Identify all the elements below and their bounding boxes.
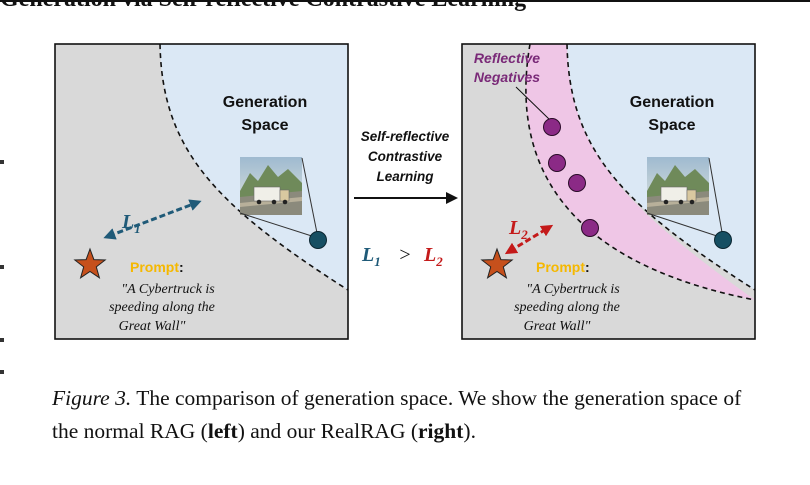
header-rule — [0, 0, 810, 2]
negative-dot — [568, 174, 586, 192]
distance-label-l2: L2 — [508, 217, 528, 242]
comparison-l1: L1 — [361, 244, 381, 269]
caption-text: ) and our RealRAG ( — [237, 419, 419, 443]
margin-mark — [0, 265, 4, 269]
caption-text: The comparison of generation space. We s… — [52, 386, 742, 443]
arrow-head-icon — [446, 192, 458, 204]
prompt-text: speeding along the — [514, 300, 620, 315]
page-header: Generation via Self-reflective Contrasti… — [0, 0, 810, 16]
section-title: Generation via Self-reflective Contrasti… — [0, 0, 526, 13]
transition-label: Contrastive — [368, 149, 443, 164]
prompt-text: Great Wall" — [119, 319, 186, 334]
prompt-text: "A Cybertruck is — [121, 282, 215, 297]
prompt-star-icon — [480, 247, 514, 279]
distance-arrow-l1 — [103, 199, 202, 240]
prompt-star-icon — [73, 247, 107, 279]
reflective-negatives-band — [525, 44, 755, 300]
negatives-label: Reflective — [474, 50, 540, 66]
target-dot — [714, 231, 732, 249]
comparison-l2: L2 — [423, 244, 443, 269]
prompt-label-word: Prompt — [130, 259, 179, 275]
generation-space-label: Space — [241, 117, 288, 134]
pointer-line — [646, 212, 724, 239]
prompt-label: Prompt: — [130, 259, 184, 275]
negative-dot — [543, 118, 561, 136]
prompt-label: Prompt: — [536, 259, 590, 275]
margin-mark — [0, 338, 4, 342]
caption-emphasis-right: right — [418, 419, 464, 443]
caption-emphasis-left: left — [207, 419, 238, 443]
prompt-text: speeding along the — [109, 300, 215, 315]
generated-image-thumbnail — [239, 156, 303, 216]
prompt-label-word: Prompt — [536, 259, 585, 275]
pointer-line — [708, 157, 724, 239]
generated-image-thumbnail — [646, 156, 710, 216]
figure-diagram: Generation Space L1 Prompt: "A Cybertruc… — [54, 43, 756, 340]
prompt-text: "A Cybertruck is — [526, 282, 620, 297]
caption-text: ). — [463, 419, 476, 443]
transition: Self-reflective Contrastive Learning L1 … — [354, 129, 458, 269]
negatives-pointer — [515, 86, 551, 121]
transition-label: Self-reflective — [361, 129, 450, 144]
pointer-line — [239, 212, 319, 239]
negatives-label: Negatives — [474, 69, 540, 85]
distance-arrow-l2 — [504, 224, 554, 255]
generation-space-label: Generation — [630, 94, 714, 111]
right-panel-border — [461, 43, 756, 340]
generation-space-label: Generation — [223, 94, 307, 111]
negatives-boundary — [525, 44, 755, 301]
target-dot — [309, 231, 327, 249]
comparison-operator: > — [399, 244, 410, 266]
prompt-text: Great Wall" — [524, 319, 591, 334]
negative-dot — [581, 219, 599, 237]
margin-mark — [0, 160, 4, 164]
margin-mark — [0, 370, 4, 374]
left-panel: Generation Space L1 Prompt: "A Cybertruc… — [54, 43, 349, 340]
generation-space-boundary — [159, 44, 348, 291]
negative-dot — [548, 154, 566, 172]
pointer-line — [301, 157, 319, 239]
figure-label: Figure 3. — [52, 386, 132, 410]
generation-space-boundary — [566, 44, 755, 291]
right-panel: Reflective Negatives Generation Space L2… — [461, 43, 756, 340]
distance-label-l1: L1 — [121, 211, 141, 236]
generation-space-label: Space — [648, 117, 695, 134]
figure-caption: Figure 3. The comparison of generation s… — [52, 382, 772, 448]
left-panel-border — [54, 43, 349, 340]
transition-label: Learning — [376, 169, 434, 184]
